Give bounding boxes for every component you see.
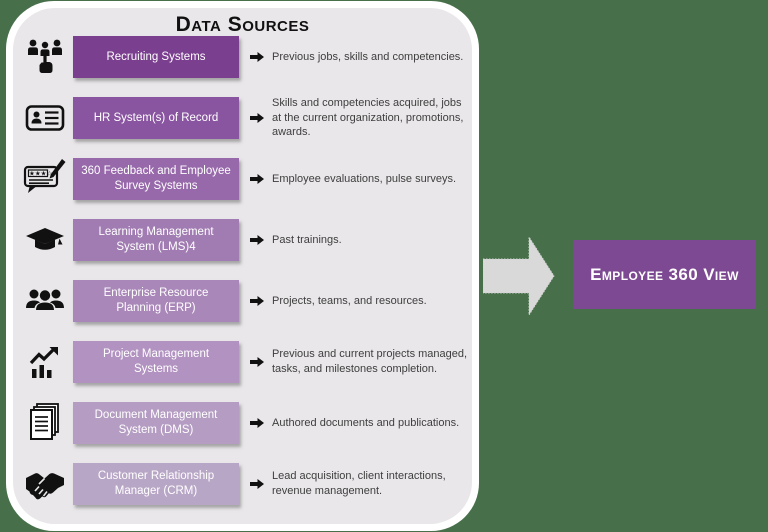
flow-arrow-icon <box>483 237 555 315</box>
bullet-arrow-icon <box>250 418 264 428</box>
bullet-arrow-icon <box>250 174 264 184</box>
bullet-arrow-icon <box>250 479 264 489</box>
data-source-description: Skills and competencies acquired, jobs a… <box>272 97 464 139</box>
bullet-arrow-icon <box>250 296 264 306</box>
data-source-description: Authored documents and publications. <box>272 416 460 429</box>
row-icon-cell: ★★★☆☆ <box>17 158 73 200</box>
data-source-row: ★★★☆☆ 360 Feedback and Employee Survey S… <box>17 157 470 201</box>
data-source-description: Employee evaluations, pulse surveys. <box>272 172 457 185</box>
data-source-description: Projects, teams, and resources. <box>272 294 427 307</box>
feedback-survey-icon: ★★★☆☆ <box>23 159 66 193</box>
graduation-cap-icon <box>26 228 64 250</box>
data-source-row: HR System(s) of Record Skills and compet… <box>17 96 470 140</box>
data-source-row: Customer Relationship Manager (CRM) Lead… <box>17 462 470 506</box>
employee-360-view-box: Employee 360 View <box>573 240 756 309</box>
team-icon <box>26 289 64 310</box>
row-bullet <box>250 112 264 124</box>
row-bullet <box>250 295 264 307</box>
data-source-box: Document Management System (DMS) <box>73 402 239 444</box>
data-source-box: 360 Feedback and Employee Survey Systems <box>73 158 239 200</box>
data-source-description: Past trainings. <box>272 233 342 246</box>
row-bullet <box>250 51 264 63</box>
row-bullet <box>250 417 264 429</box>
data-sources-panel: Data Sources Recruiting Systems Previous… <box>13 8 472 524</box>
data-source-row: Learning Management System (LMS)4 Past t… <box>17 218 470 262</box>
row-icon-cell <box>17 466 73 502</box>
bullet-arrow-icon <box>250 235 264 245</box>
row-icon-cell <box>17 37 73 77</box>
row-icon-cell <box>17 401 73 445</box>
chart-growth-icon <box>29 347 58 378</box>
data-source-description: Lead acquisition, client interactions, r… <box>272 470 446 497</box>
row-icon-cell <box>17 342 73 382</box>
id-card-icon <box>25 105 65 131</box>
row-icon-cell <box>17 283 73 319</box>
bullet-arrow-icon <box>250 52 264 62</box>
documents-icon <box>30 403 59 440</box>
data-source-description: Previous jobs, skills and competencies. <box>272 50 464 63</box>
data-source-box: Recruiting Systems <box>73 36 239 78</box>
row-bullet <box>250 356 264 368</box>
svg-text:★★★☆☆: ★★★☆☆ <box>29 170 58 178</box>
data-source-box: Learning Management System (LMS)4 <box>73 219 239 261</box>
row-bullet <box>250 478 264 490</box>
row-icon-cell <box>17 222 73 258</box>
data-source-box: Enterprise Resource Planning (ERP) <box>73 280 239 322</box>
row-bullet <box>250 173 264 185</box>
data-source-description: Previous and current projects managed, t… <box>272 348 468 375</box>
panel-title: Data Sources <box>175 13 310 36</box>
handshake-icon <box>26 473 64 500</box>
data-source-box: HR System(s) of Record <box>73 97 239 139</box>
data-sources-panel-border: Data Sources Recruiting Systems Previous… <box>6 1 479 531</box>
bullet-arrow-icon <box>250 113 264 123</box>
data-source-box: Project Management Systems <box>73 341 239 383</box>
data-source-row: Document Management System (DMS) Authore… <box>17 401 470 445</box>
data-source-row: Project Management Systems Previous and … <box>17 340 470 384</box>
row-bullet <box>250 234 264 246</box>
bullet-arrow-icon <box>250 357 264 367</box>
data-source-box: Customer Relationship Manager (CRM) <box>73 463 239 505</box>
data-source-row: Enterprise Resource Planning (ERP) Proje… <box>17 279 470 323</box>
row-icon-cell <box>17 98 73 138</box>
data-source-rows: Recruiting Systems Previous jobs, skills… <box>17 35 470 506</box>
recruiting-icon <box>28 39 62 73</box>
data-source-row: Recruiting Systems Previous jobs, skills… <box>17 35 470 79</box>
